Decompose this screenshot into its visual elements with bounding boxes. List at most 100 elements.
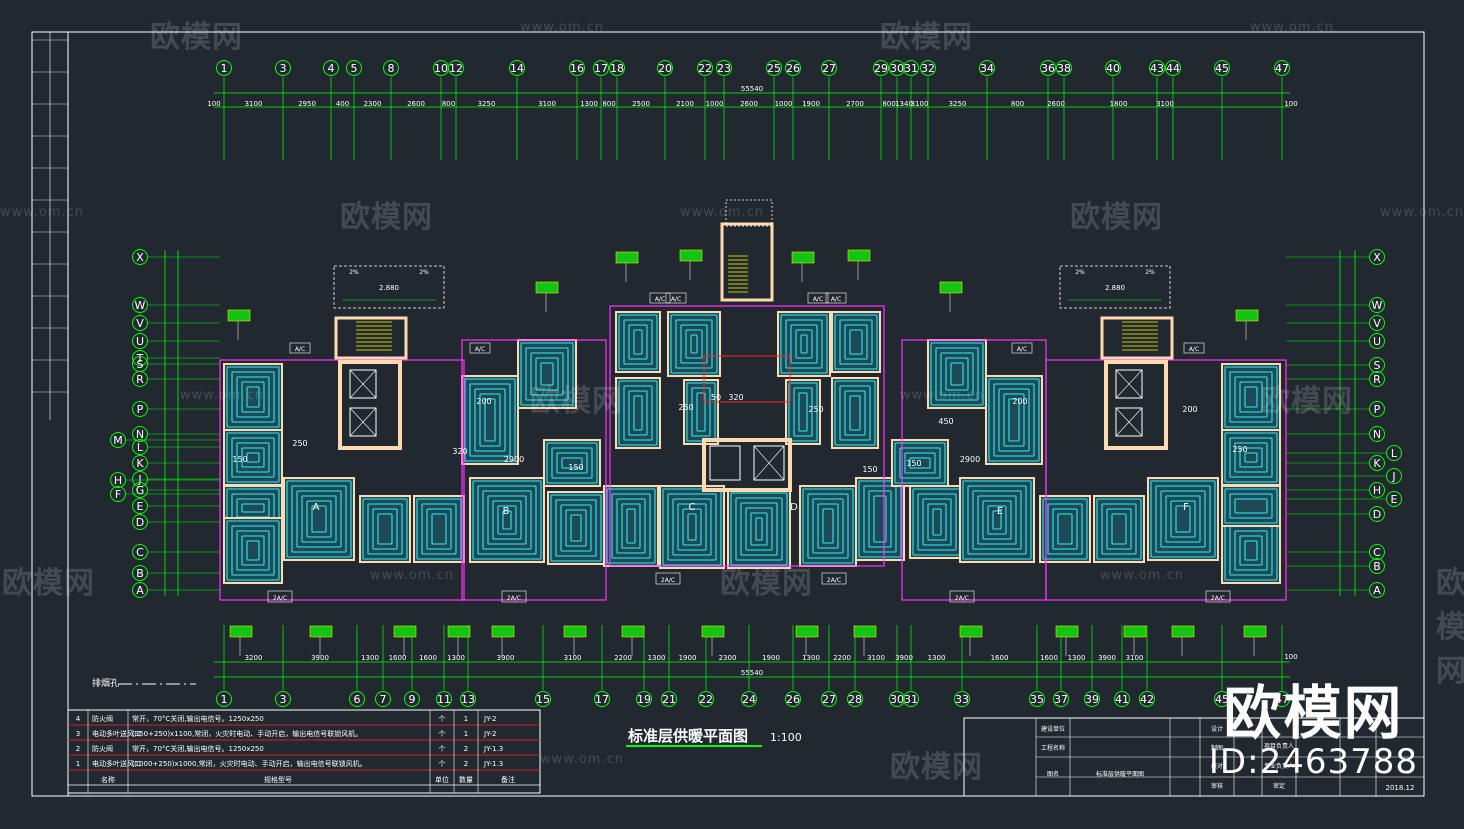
table-header-spec: 规格型号 [264, 775, 292, 784]
coil-loop [246, 452, 260, 463]
right-axis-bubble [1369, 426, 1385, 442]
coil-loop [863, 485, 897, 553]
left-axis-label: V [136, 317, 144, 330]
coil-loop [311, 505, 327, 533]
coil-loop [1244, 386, 1258, 408]
unit-outline [461, 339, 607, 601]
coil-loop [927, 503, 947, 541]
heating-coil [1039, 495, 1091, 563]
core-center [702, 199, 792, 492]
top-axis-bubble [1149, 60, 1165, 76]
coil-loop [745, 507, 773, 551]
top-axis-bubble [346, 60, 362, 76]
bottom-axis-label: 21 [662, 693, 676, 706]
coil-loop [1229, 437, 1273, 478]
coil-loop [670, 314, 718, 374]
coil-loop [800, 334, 808, 354]
coil-loop [1052, 508, 1078, 550]
tb-leader: 项目负责人 [1264, 742, 1294, 750]
heating-coil [1221, 517, 1281, 584]
left-axis-label: K [136, 457, 144, 470]
table-cell-name: 防火阀 [92, 744, 113, 753]
coil-loop [686, 382, 716, 442]
room-wall [831, 311, 881, 373]
bottom-axis-label: 35 [1030, 693, 1044, 706]
coil-loop [993, 383, 1035, 457]
core-wall [702, 438, 792, 492]
coil-loop [1224, 488, 1278, 524]
shaft-box [703, 355, 791, 403]
inner-border [67, 31, 1425, 797]
balcony [1059, 265, 1171, 309]
bottom-dim-value: 1900 [762, 654, 780, 662]
table-cell-unit: 个 [439, 745, 446, 753]
bottom-axis-bubble [594, 691, 610, 707]
left-axis-label: B [136, 567, 144, 580]
left-axis-bubble [132, 426, 148, 442]
bottom-axis-bubble [1214, 691, 1230, 707]
unit-outline [609, 305, 885, 567]
left-axis-bubble [132, 315, 148, 331]
left-axis-bubble [132, 544, 148, 560]
left-axis-label: D [136, 516, 144, 529]
ac2-label: 2A/C [507, 595, 521, 602]
room-wall [223, 363, 283, 431]
bottom-axis-bubble [1053, 691, 1069, 707]
coil-loop [464, 378, 516, 462]
note-tag [679, 249, 703, 280]
top-axis-bubble [275, 60, 291, 76]
coil-loop [691, 387, 711, 437]
note-tag-box [853, 625, 877, 638]
coil-loop [1096, 498, 1142, 560]
coil-loop [472, 480, 542, 560]
coil-loop [822, 508, 834, 544]
coil-loop [362, 498, 408, 560]
coil-loop [755, 517, 763, 541]
coil-loop [301, 495, 337, 543]
note-tag [447, 625, 471, 656]
heating-coil [223, 517, 283, 584]
coil-loop [246, 386, 260, 408]
note-tag-box [847, 249, 871, 262]
tb-drawing-label: 图名 [1047, 770, 1059, 778]
bottom-dim-value: 1600 [419, 654, 437, 662]
stamp-id: ID:2463788 [1208, 742, 1418, 782]
left-axis-bubble [110, 472, 126, 488]
elevator-x [753, 445, 785, 481]
coil-loop [377, 513, 393, 545]
top-axis-bubble [697, 60, 713, 76]
stair-box [334, 316, 408, 360]
coil-loop [682, 508, 702, 546]
coil-loop [904, 452, 936, 474]
bottom-axis-label: 26 [786, 693, 800, 706]
room-dim: 200 [1012, 397, 1027, 406]
table-cell-spec: 常开，70°C关闭,输出电信号。1250x250 [132, 714, 264, 723]
bottom-axis-bubble [436, 691, 452, 707]
note-tag [1055, 625, 1079, 656]
top-axis-bubble [569, 60, 585, 76]
bottom-dim-value: 1300 [447, 654, 465, 662]
top-dim-value: 800 [442, 100, 455, 108]
table-cell-remark: JY-2 [483, 715, 497, 723]
heating-coil [777, 311, 831, 377]
coil-loop [977, 495, 1017, 545]
balcony [333, 265, 445, 309]
core-wall [338, 360, 402, 450]
coil-loop [626, 508, 636, 544]
table-cell-spec: (1000+250)x1000,常闭，火灾时电动、手动开启，输出电信号联锁风机。 [132, 759, 367, 768]
left-axis-label: U [136, 335, 144, 348]
ac-tag: A/C [1011, 342, 1033, 354]
top-dim-value: 400 [336, 100, 349, 108]
coil-loop [226, 366, 280, 428]
top-axis-label: 12 [449, 62, 463, 75]
top-axis-bubble [1105, 60, 1121, 76]
room-dim: 250 [292, 439, 307, 448]
room-wall [283, 477, 355, 561]
coil-loop [426, 508, 452, 550]
heating-coil [547, 491, 605, 565]
right-axis-bubble [1386, 445, 1402, 461]
right-axis-bubble [1369, 315, 1385, 331]
